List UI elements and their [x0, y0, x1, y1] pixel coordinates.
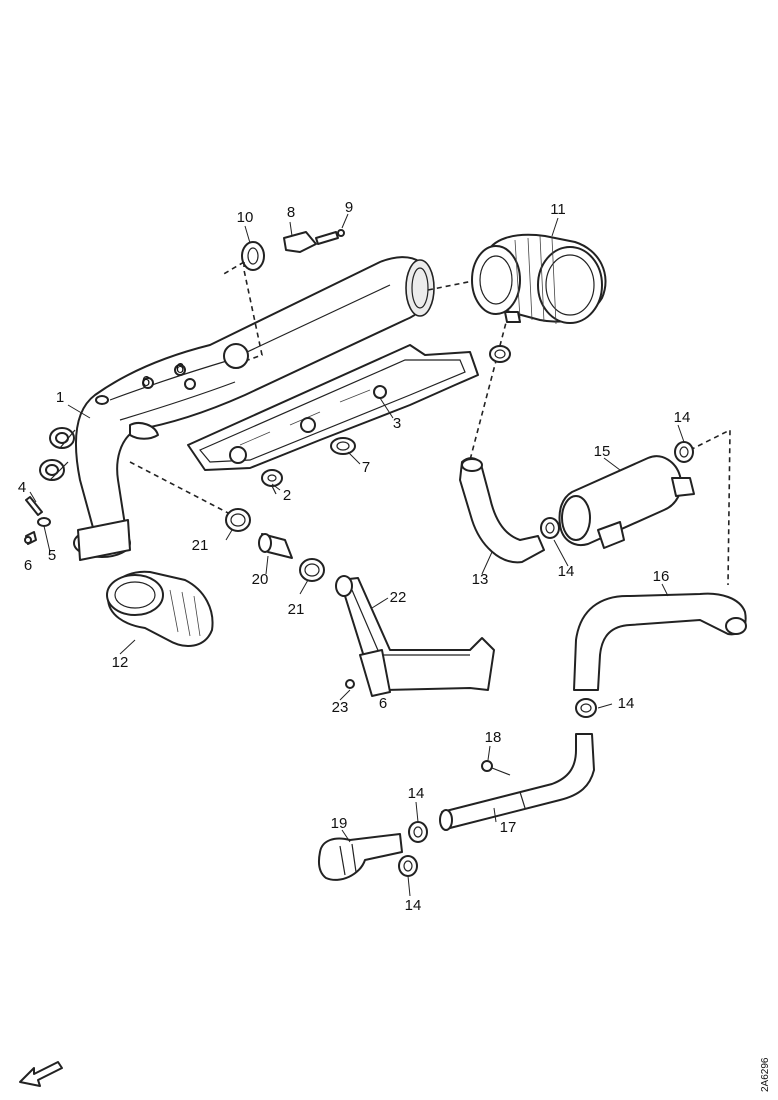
part-1-intake-pipe [73, 256, 435, 561]
sensor-plugs [39, 427, 76, 481]
callout-13: 13 [472, 571, 489, 588]
callout-7: 7 [362, 459, 370, 476]
callout-8: 8 [287, 204, 295, 221]
callout-6c: 6 [176, 360, 184, 377]
callout-labels: 1 2 3 4 5 6 6 6 6 7 8 9 10 11 12 13 14 1… [18, 199, 691, 914]
callout-14-top: 14 [674, 409, 691, 426]
leader-lines [29, 213, 685, 897]
callout-6b: 6 [142, 373, 150, 390]
part-7-gasket [330, 437, 356, 455]
callout-6d: 6 [379, 695, 387, 712]
callout-14-right: 14 [618, 695, 635, 712]
clamp-14-mid [540, 517, 560, 539]
callout-4: 4 [18, 479, 26, 496]
callout-5: 5 [48, 547, 56, 564]
part-22-pipe [335, 575, 495, 697]
callout-21b: 21 [288, 601, 305, 618]
callout-18: 18 [485, 729, 502, 746]
callout-14-lower-a: 14 [408, 785, 425, 802]
part-21-clamp-b [299, 558, 325, 582]
part-15-canister [558, 441, 695, 549]
document-id: 2A6296 [760, 1057, 771, 1092]
callout-3: 3 [393, 415, 401, 432]
callout-1: 1 [56, 389, 64, 406]
callout-2: 2 [283, 487, 291, 504]
callout-14-mid: 14 [558, 563, 575, 580]
part-13-hose [459, 345, 545, 564]
part-11-air-hose [471, 233, 607, 325]
callout-6a: 6 [24, 557, 32, 574]
callout-14-lower-b: 14 [405, 897, 422, 914]
clamp-14-lower-a [408, 821, 428, 843]
callout-12: 12 [112, 654, 129, 671]
part-19-hose [317, 833, 403, 881]
callout-19: 19 [331, 815, 348, 832]
callout-15: 15 [594, 443, 611, 460]
part-18-bolt [481, 760, 511, 776]
callout-23: 23 [332, 699, 349, 716]
part-16-hose [573, 592, 747, 691]
part-21-clamp-a [225, 508, 251, 532]
callout-22: 22 [390, 589, 407, 606]
clamp-14-lower-b [398, 855, 418, 877]
callout-21a: 21 [192, 537, 209, 554]
front-direction-arrow-icon [19, 1061, 63, 1087]
part-2-nut [261, 469, 283, 495]
callout-9: 9 [345, 199, 353, 216]
part-20-sleeve [258, 533, 293, 559]
callout-10: 10 [237, 209, 254, 226]
callout-11: 11 [550, 201, 566, 218]
assembly-dashed-lines [129, 261, 731, 586]
callout-16: 16 [653, 568, 670, 585]
clamp-14-right [575, 698, 597, 718]
part-12-elbow-hose [106, 570, 214, 647]
callout-17: 17 [500, 819, 517, 836]
callout-20: 20 [252, 571, 269, 588]
parts-8-9-10-sensor [241, 229, 345, 271]
part-3-heat-shield [187, 344, 479, 471]
part-17-hose [439, 733, 595, 831]
